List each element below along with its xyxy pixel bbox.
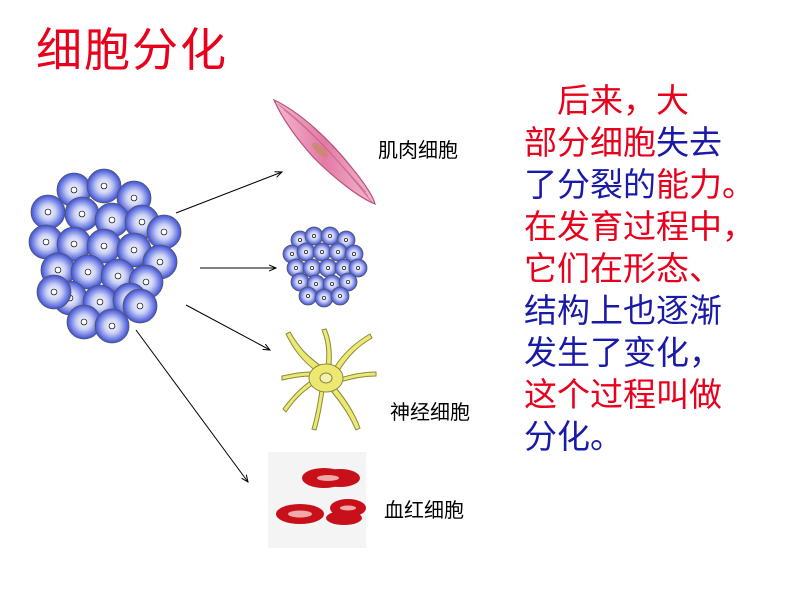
cell-nucleus — [341, 265, 346, 270]
cell-nucleus — [114, 272, 122, 280]
cell-nucleus — [108, 322, 116, 330]
cell-nucleus — [54, 266, 62, 274]
paragraph-segment: 它们在形态、 — [524, 249, 722, 288]
paragraph-line: 在发育过程中， — [524, 206, 794, 248]
cell-nucleus — [50, 288, 58, 296]
paragraph-segment: 失去 — [656, 123, 722, 162]
paragraph-line: 了分裂的能力。 — [524, 164, 794, 206]
blood-cell-image — [268, 452, 366, 548]
cell-nucleus — [100, 182, 108, 190]
paragraph-segment: 了分裂的 — [524, 165, 656, 204]
paragraph-line: 后来，大 — [524, 80, 794, 122]
label-nerve-cell: 神经细胞 — [390, 400, 470, 424]
arrows — [135, 172, 282, 482]
cell-nucleus — [70, 186, 78, 194]
cell-nucleus — [329, 281, 334, 286]
cell-nucleus — [327, 233, 332, 238]
paragraph-segment: 后来，大 — [524, 81, 689, 120]
label-muscle-cell: 肌肉细胞 — [378, 138, 458, 162]
explanation-paragraph: 后来，大部分细胞失去了分裂的能力。在发育过程中，它们在形态、结构上也逐渐发生了变… — [524, 80, 794, 458]
cell-nucleus — [70, 240, 78, 248]
arrow-to-blood — [135, 329, 248, 482]
cell-nucleus — [337, 293, 342, 298]
paragraph-line: 这个过程叫做 — [524, 374, 794, 416]
nerve-cell-image — [281, 328, 377, 431]
cell-nucleus — [355, 265, 360, 270]
cell-nucleus — [80, 318, 88, 326]
paragraph-line: 发生了变化， — [524, 332, 794, 374]
paragraph-line: 分化。 — [524, 416, 794, 458]
cell-nucleus — [351, 251, 356, 256]
cell-nucleus — [293, 265, 298, 270]
paragraph-line: 部分细胞失去 — [524, 122, 794, 164]
paragraph-segment: 在发育过程中， — [524, 207, 755, 246]
cell-nucleus — [78, 210, 86, 218]
cell-cluster-small — [282, 226, 368, 308]
cell-nucleus — [100, 242, 108, 250]
paragraph-segment: 结构上也逐渐 — [524, 291, 722, 330]
label-blood-cell: 血红细胞 — [384, 498, 464, 522]
paragraph-segment: 能力。 — [656, 165, 755, 204]
cell-nucleus — [303, 249, 308, 254]
paragraph-line: 结构上也逐渐 — [524, 290, 794, 332]
cell-nucleus — [345, 279, 350, 284]
paragraph-segment: 分化。 — [524, 417, 623, 456]
cell-nucleus — [130, 194, 138, 202]
cell-nucleus — [297, 237, 302, 242]
cell-nucleus — [325, 265, 330, 270]
cell-nucleus — [84, 268, 92, 276]
slide-title: 细胞分化 — [36, 23, 228, 77]
arrow-to-muscle — [175, 172, 282, 214]
cell-nucleus — [309, 265, 314, 270]
cell-nucleus — [297, 279, 302, 284]
cell-nucleus — [160, 228, 168, 236]
cell-nucleus — [313, 281, 318, 286]
cell-nucleus — [289, 251, 294, 256]
muscle-cell-image — [272, 98, 376, 205]
paragraph-segment: 部分细胞 — [524, 123, 656, 162]
cell-nucleus — [142, 278, 150, 286]
cell-nucleus — [311, 233, 316, 238]
cell-nucleus — [108, 216, 116, 224]
paragraph-segment: 这个过程叫做 — [524, 375, 722, 414]
paragraph-segment: 发生了变化， — [524, 333, 722, 372]
cell-nucleus — [42, 238, 50, 246]
cell-nucleus — [156, 258, 164, 266]
cell-nucleus — [44, 208, 52, 216]
cell-cluster-large — [28, 168, 182, 344]
arrow-to-nerve — [185, 304, 270, 350]
cell-nucleus — [319, 249, 324, 254]
cell-nucleus — [138, 218, 146, 226]
paragraph-line: 它们在形态、 — [524, 248, 794, 290]
cell-nucleus — [305, 293, 310, 298]
cell-nucleus — [343, 237, 348, 242]
cell-nucleus — [130, 246, 138, 254]
cell-nucleus — [321, 295, 326, 300]
cell-nucleus — [136, 302, 144, 310]
cell-nucleus — [335, 249, 340, 254]
cell-nucleus — [96, 298, 104, 306]
